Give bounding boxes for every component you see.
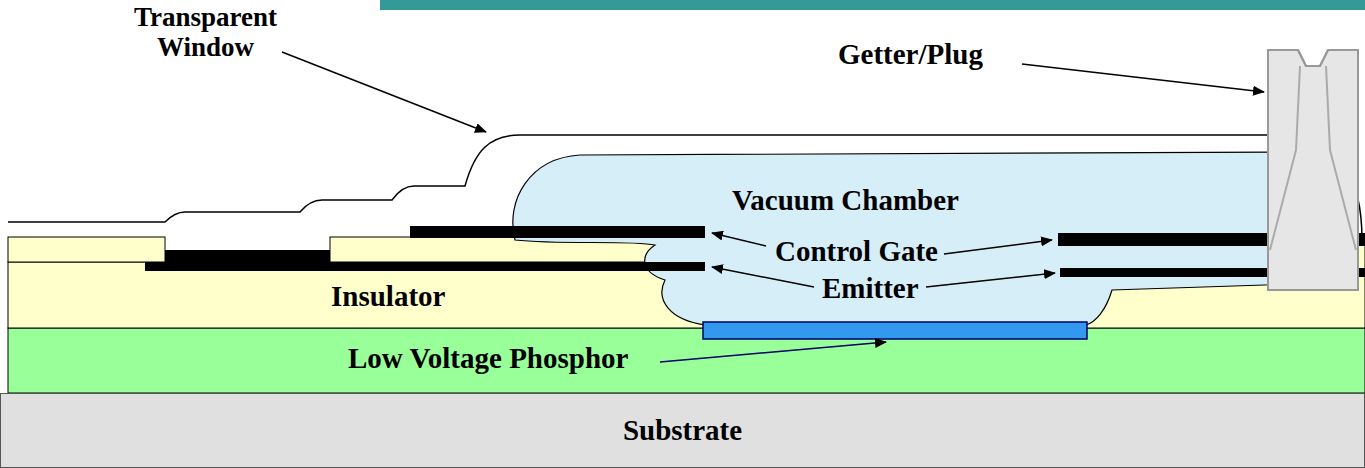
leader-line xyxy=(1022,64,1264,92)
leader-line xyxy=(944,240,1052,254)
insulator-step xyxy=(8,237,165,262)
substrate-band: Substrate xyxy=(0,393,1365,468)
part-label: Getter/Plug xyxy=(838,39,983,71)
getter-plug-detail xyxy=(1270,66,1300,250)
phosphor-strip xyxy=(703,322,1087,339)
emitter-electrode xyxy=(145,262,705,271)
leader-line xyxy=(926,273,1055,287)
header-bar xyxy=(380,0,1365,10)
getter-plug-detail xyxy=(1326,66,1356,250)
insulator-label-box: Insulator xyxy=(325,279,451,315)
layer-name: Vacuum Chamber xyxy=(732,185,959,217)
emitter-electrode xyxy=(165,250,330,262)
leader-line xyxy=(660,342,886,362)
leader-line xyxy=(282,52,486,132)
leader-line xyxy=(712,267,814,287)
phosphor-layer xyxy=(8,328,1365,393)
part-label: Transparent Window xyxy=(118,3,293,62)
leader-line xyxy=(712,233,766,246)
part-label: Control Gate xyxy=(775,236,938,268)
getter-plug-detail xyxy=(1298,50,1328,66)
getter-plug xyxy=(1268,50,1358,290)
part-label: Low Voltage Phosphor xyxy=(348,343,628,375)
layer-name: Insulator xyxy=(331,281,445,313)
chamber-label-box: Vacuum Chamber xyxy=(726,183,965,219)
gate-electrode xyxy=(410,226,705,238)
part-label: Emitter xyxy=(822,273,919,305)
layer-name: Substrate xyxy=(623,415,742,447)
